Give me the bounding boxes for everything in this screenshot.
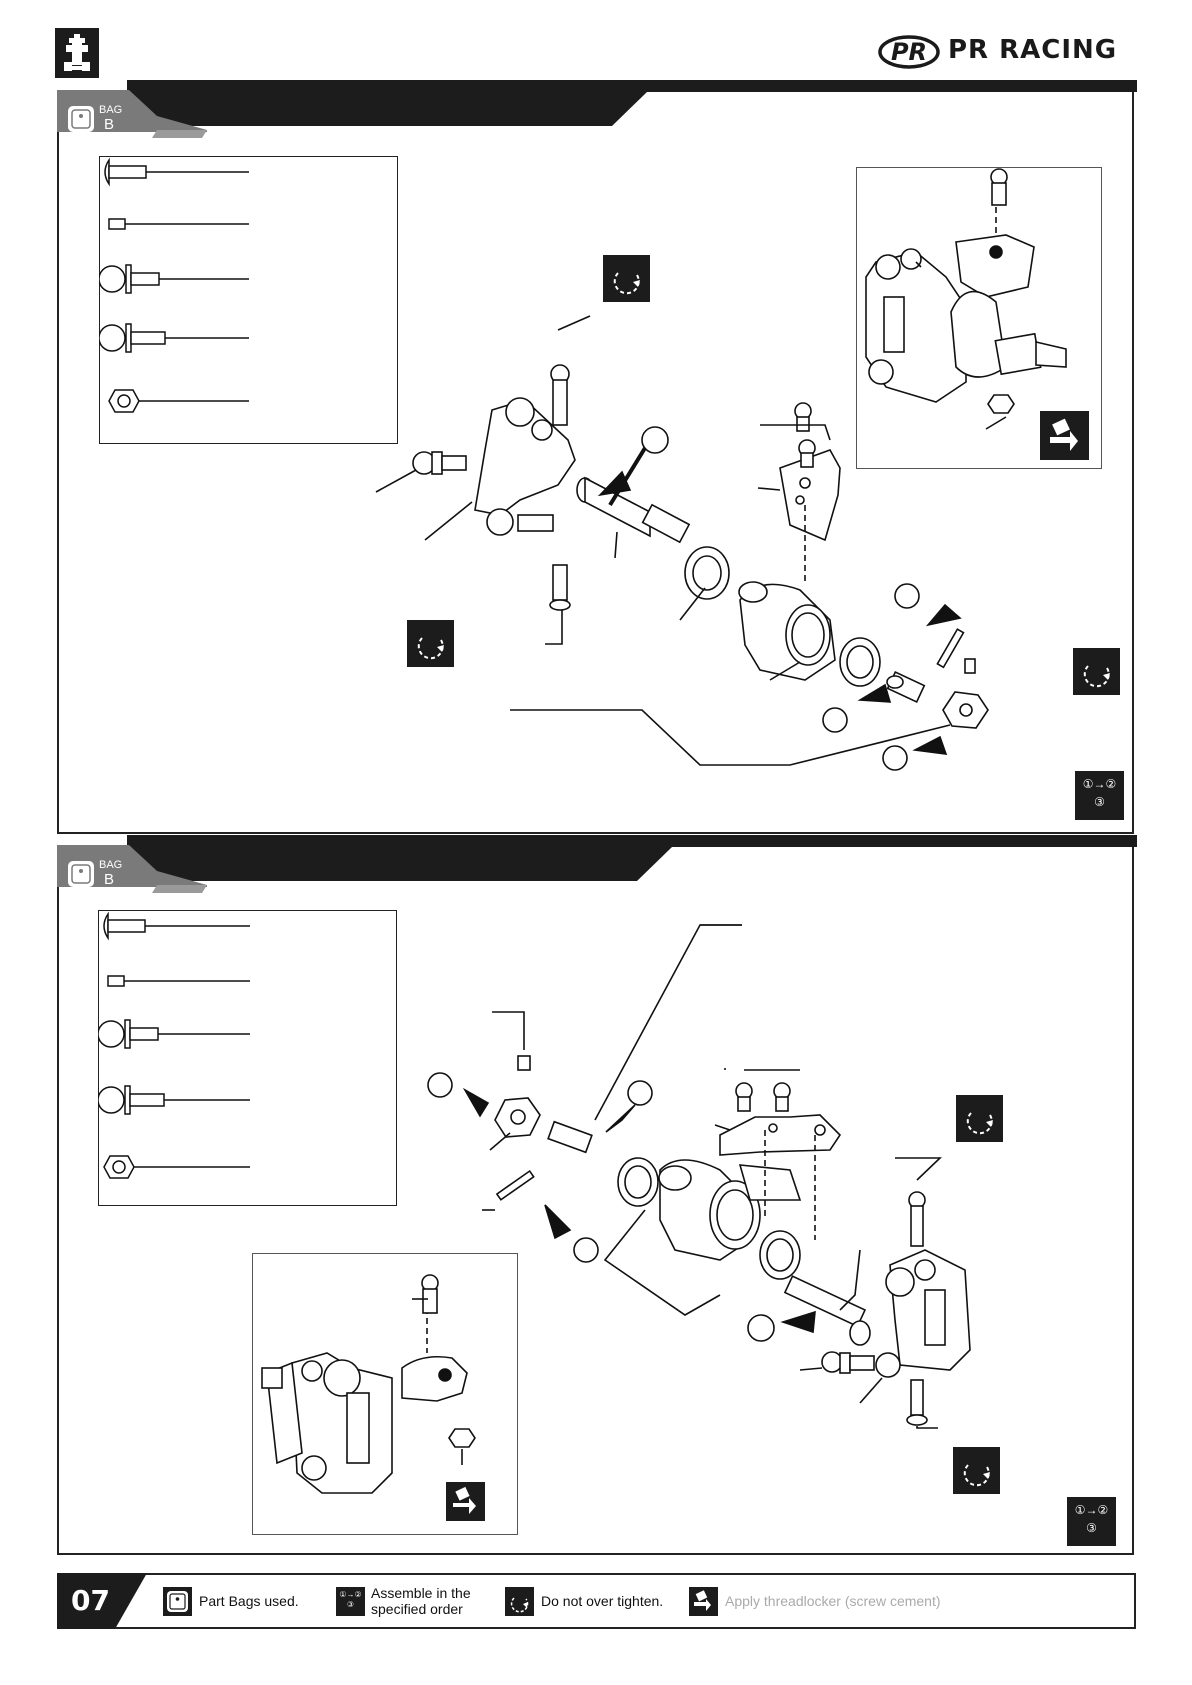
bag-icon bbox=[163, 1587, 192, 1616]
order-icon: ①→② ③ bbox=[336, 1587, 365, 1616]
threadlocker-icon bbox=[689, 1587, 718, 1616]
section-2: BAG B bbox=[0, 0, 1192, 1560]
torque-icon bbox=[505, 1587, 534, 1616]
order-icon-line2: ③ bbox=[1067, 1521, 1116, 1535]
order-icon-line2: ③ bbox=[336, 1600, 365, 1610]
order-icon-line1: ①→② bbox=[336, 1590, 365, 1600]
parts-list-drawing bbox=[98, 910, 397, 1206]
section-2-header-bar bbox=[57, 833, 1137, 895]
page-number: 07 bbox=[71, 1584, 110, 1617]
bag-icon bbox=[66, 859, 96, 889]
legend-assemble-line2: specified order bbox=[371, 1601, 471, 1617]
legend-no-overtighten: Do not over tighten. bbox=[541, 1593, 663, 1609]
order-icon-line1: ①→② bbox=[1067, 1503, 1116, 1517]
order-icon: ①→② ③ bbox=[1067, 1497, 1116, 1546]
legend-part-bags: Part Bags used. bbox=[199, 1593, 299, 1609]
bag-letter: B bbox=[104, 871, 114, 888]
legend-assemble-line1: Assemble in the bbox=[371, 1585, 471, 1601]
legend-threadlocker: Apply threadlocker (screw cement) bbox=[725, 1593, 941, 1609]
exploded-view-drawing-2 bbox=[420, 920, 1020, 1520]
legend-assemble-order: Assemble in the specified order bbox=[371, 1585, 471, 1617]
bag-label: BAG bbox=[99, 859, 122, 871]
